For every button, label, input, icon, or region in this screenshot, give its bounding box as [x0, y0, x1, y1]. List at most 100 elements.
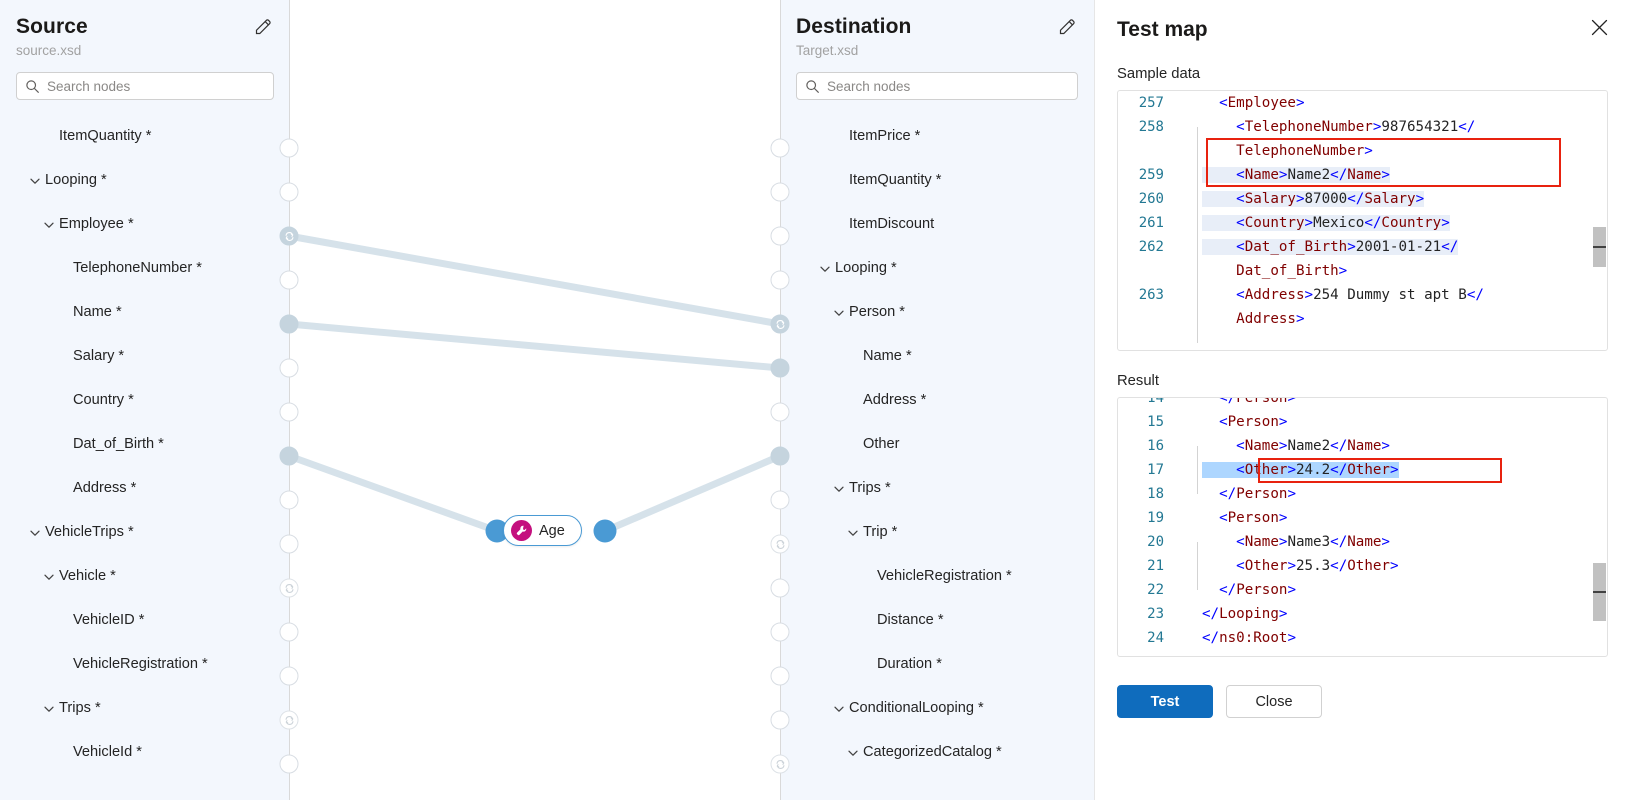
destination-handle-2[interactable]: [770, 226, 790, 246]
source-handle-8[interactable]: [279, 490, 299, 510]
source-handle-7[interactable]: [279, 446, 299, 466]
destination-tree-item[interactable]: CategorizedCatalog *: [780, 730, 1094, 774]
source-tree-item[interactable]: Vehicle *: [0, 554, 290, 598]
result-scrollbar[interactable]: [1593, 398, 1606, 656]
chevron-down-icon[interactable]: [42, 570, 56, 584]
sample-line[interactable]: 260 <Salary>87000</Salary>: [1118, 187, 1607, 223]
source-handle-3[interactable]: [279, 270, 299, 290]
chevron-down-icon[interactable]: [818, 262, 832, 276]
source-handle-10[interactable]: [279, 578, 299, 598]
sample-line[interactable]: 258 <TelephoneNumber>987654321</: [1118, 115, 1607, 151]
sample-line[interactable]: 262 <Dat_of_Birth>2001-01-21</: [1118, 235, 1607, 271]
result-line[interactable]: 23</Looping>: [1118, 602, 1607, 626]
connection-edge[interactable]: [285, 232, 784, 328]
result-line[interactable]: 21 <Other>25.3</Other>: [1118, 554, 1607, 590]
source-handle-14[interactable]: [279, 754, 299, 774]
result-line[interactable]: 19 <Person>: [1118, 506, 1607, 530]
map-canvas[interactable]: Source source.xsd ItemQu: [0, 0, 1094, 800]
chevron-down-icon[interactable]: [832, 306, 846, 320]
source-handle-6[interactable]: [279, 402, 299, 422]
connection-edge[interactable]: [601, 452, 784, 535]
source-handle-4[interactable]: [279, 314, 299, 334]
sample-line[interactable]: 263 <Address>254 Dummy st apt B</: [1118, 283, 1607, 319]
source-handle-5[interactable]: [279, 358, 299, 378]
source-handle-12[interactable]: [279, 666, 299, 686]
connection-edge[interactable]: [285, 320, 784, 372]
destination-tree-item[interactable]: ItemQuantity *: [780, 158, 1094, 202]
sample-line[interactable]: Address>: [1118, 307, 1607, 343]
destination-handle-8[interactable]: [770, 490, 790, 510]
source-tree-item[interactable]: Looping *: [0, 158, 290, 202]
destination-tree-item[interactable]: Other: [780, 422, 1094, 466]
destination-handle-0[interactable]: [770, 138, 790, 158]
sample-line[interactable]: 261 <Country>Mexico</Country>: [1118, 211, 1607, 247]
destination-handle-4[interactable]: [770, 314, 790, 334]
destination-handle-14[interactable]: [770, 754, 790, 774]
destination-handle-7[interactable]: [770, 446, 790, 466]
result-editor[interactable]: 14 </Person>15 <Person>16 <Name>Name2</N…: [1117, 397, 1608, 657]
close-icon[interactable]: [1586, 14, 1612, 40]
sample-line[interactable]: Dat_of_Birth>: [1118, 259, 1607, 295]
result-scroll-thumb[interactable]: [1593, 563, 1606, 621]
chevron-down-icon[interactable]: [832, 702, 846, 716]
sample-data-editor[interactable]: 257 <Employee>258 <TelephoneNumber>98765…: [1117, 90, 1608, 351]
pencil-icon[interactable]: [1056, 16, 1078, 38]
sample-line[interactable]: TelephoneNumber>: [1118, 139, 1607, 175]
destination-handle-12[interactable]: [770, 666, 790, 686]
source-tree-item[interactable]: VehicleID *: [0, 598, 290, 642]
destination-tree-item[interactable]: Duration *: [780, 642, 1094, 686]
source-tree-item[interactable]: VehicleRegistration *: [0, 642, 290, 686]
source-handle-2[interactable]: [279, 226, 299, 246]
source-search-input[interactable]: [47, 78, 265, 94]
source-tree-item[interactable]: Dat_of_Birth *: [0, 422, 290, 466]
destination-tree-item[interactable]: Person *: [780, 290, 1094, 334]
destination-tree-item[interactable]: Distance *: [780, 598, 1094, 642]
age-node-output-handle[interactable]: [593, 519, 617, 543]
result-line[interactable]: 16 <Name>Name2</Name>: [1118, 434, 1607, 470]
destination-tree-item[interactable]: Trips *: [780, 466, 1094, 510]
connection-edge[interactable]: [285, 452, 501, 535]
source-tree-item[interactable]: VehicleTrips *: [0, 510, 290, 554]
chevron-down-icon[interactable]: [42, 218, 56, 232]
destination-search-box[interactable]: [796, 72, 1078, 100]
destination-handle-5[interactable]: [770, 358, 790, 378]
destination-handle-13[interactable]: [770, 710, 790, 730]
result-line[interactable]: 15 <Person>: [1118, 410, 1607, 434]
destination-search-input[interactable]: [827, 78, 1069, 94]
source-handle-0[interactable]: [279, 138, 299, 158]
result-line[interactable]: 17 <Other>24.2</Other>: [1118, 458, 1607, 494]
source-tree[interactable]: ItemQuantity *Looping *Employee *Telepho…: [0, 114, 290, 774]
destination-tree-item[interactable]: Address *: [780, 378, 1094, 422]
chevron-down-icon[interactable]: [832, 482, 846, 496]
sample-scroll-thumb[interactable]: [1593, 227, 1606, 267]
destination-handle-6[interactable]: [770, 402, 790, 422]
destination-tree-item[interactable]: ConditionalLooping *: [780, 686, 1094, 730]
result-line[interactable]: 22 </Person>: [1118, 578, 1607, 602]
destination-handle-1[interactable]: [770, 182, 790, 202]
chevron-down-icon[interactable]: [28, 526, 42, 540]
source-search-box[interactable]: [16, 72, 274, 100]
chevron-down-icon[interactable]: [846, 746, 860, 760]
source-handle-9[interactable]: [279, 534, 299, 554]
sample-line[interactable]: 259 <Name>Name2</Name>: [1118, 163, 1607, 199]
destination-handle-3[interactable]: [770, 270, 790, 290]
source-tree-item[interactable]: Employee *: [0, 202, 290, 246]
destination-tree-item[interactable]: VehicleRegistration *: [780, 554, 1094, 598]
source-tree-item[interactable]: TelephoneNumber *: [0, 246, 290, 290]
age-function-node[interactable]: Age: [503, 515, 582, 546]
source-tree-item[interactable]: ItemQuantity *: [0, 114, 290, 158]
destination-handle-9[interactable]: [770, 534, 790, 554]
pencil-icon[interactable]: [252, 16, 274, 38]
source-handle-11[interactable]: [279, 622, 299, 642]
result-line[interactable]: 18 </Person>: [1118, 482, 1607, 506]
result-line[interactable]: 20 <Name>Name3</Name>: [1118, 530, 1607, 566]
destination-tree-item[interactable]: Trip *: [780, 510, 1094, 554]
close-button[interactable]: Close: [1226, 685, 1322, 718]
source-tree-item[interactable]: Country *: [0, 378, 290, 422]
source-handle-13[interactable]: [279, 710, 299, 730]
chevron-down-icon[interactable]: [42, 702, 56, 716]
sample-scrollbar[interactable]: [1593, 91, 1606, 350]
source-handle-1[interactable]: [279, 182, 299, 202]
destination-tree-item[interactable]: Looping *: [780, 246, 1094, 290]
